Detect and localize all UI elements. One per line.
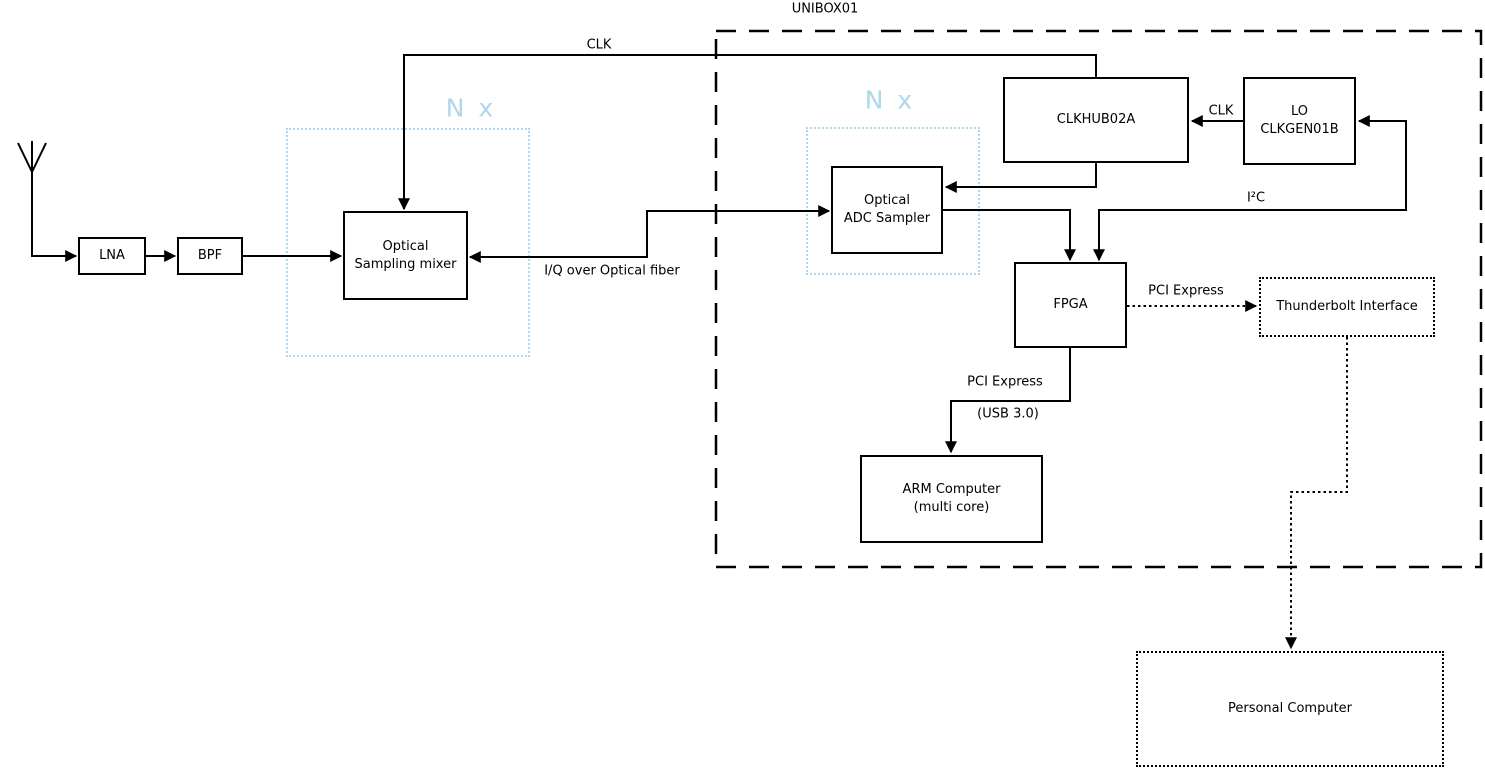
antenna-icon <box>17 141 47 175</box>
node-clkhub02a-label: CLKHUB02A <box>1056 112 1136 128</box>
adc-group-box <box>806 127 980 275</box>
node-personal-computer: Personal Computer <box>1136 651 1444 767</box>
node-bpf: BPF <box>177 237 243 275</box>
adc-multiplier-label: N x <box>864 85 916 115</box>
wire-adc-fpga <box>943 209 1076 262</box>
node-thunderbolt-interface-label: Thunderbolt Interface <box>1276 299 1418 315</box>
mixer-multiplier-label: N x <box>445 93 497 123</box>
node-optical-sampling-mixer: Optical Sampling mixer <box>343 211 468 300</box>
node-clkhub02a: CLKHUB02A <box>1003 77 1189 163</box>
edge-label-i2c: I²C <box>1246 190 1266 206</box>
node-lna-label: LNA <box>99 248 125 264</box>
edge-label-pci-express-arm: PCI Express <box>967 374 1043 390</box>
node-optical-adc-sampler: Optical ADC Sampler <box>831 166 943 254</box>
edge-label-pci-express-thunderbolt: PCI Express <box>1148 283 1224 299</box>
node-lna: LNA <box>78 237 146 275</box>
node-bpf-label: BPF <box>197 248 223 264</box>
unibox-title: UNIBOX01 <box>791 1 859 17</box>
edge-label-usb: (USB 3.0) <box>977 406 1039 422</box>
node-arm-computer-label: ARM Computer (multi core) <box>902 482 1001 515</box>
wire-iq-fiber <box>468 205 831 263</box>
node-lo-clkgen01b: LO CLKGEN01B <box>1243 77 1356 165</box>
node-fpga-label: FPGA <box>1053 297 1088 313</box>
wire-clk-main <box>398 54 1097 211</box>
node-personal-computer-label: Personal Computer <box>1227 701 1353 717</box>
node-fpga: FPGA <box>1014 262 1127 348</box>
node-lo-clkgen01b-label: LO CLKGEN01B <box>1260 104 1339 137</box>
wire-antenna-lna <box>31 172 78 262</box>
wire-clkhub-adc <box>944 163 1097 193</box>
edge-label-iq-fiber: I/Q over Optical fiber <box>544 263 680 279</box>
wire-i2c <box>1093 115 1407 262</box>
node-optical-sampling-mixer-label: Optical Sampling mixer <box>354 238 457 272</box>
node-thunderbolt-interface: Thunderbolt Interface <box>1259 277 1435 337</box>
wire-fpga-arm <box>945 348 1071 454</box>
node-arm-computer: ARM Computer (multi core) <box>860 455 1043 543</box>
edge-label-clk-main: CLK <box>586 37 612 53</box>
edge-label-clk-lo: CLK <box>1208 103 1234 119</box>
wire-thunderbolt-pc <box>1285 337 1348 650</box>
unibox-dashed-border <box>714 29 1483 569</box>
node-optical-adc-sampler-label: Optical ADC Sampler <box>843 193 931 226</box>
